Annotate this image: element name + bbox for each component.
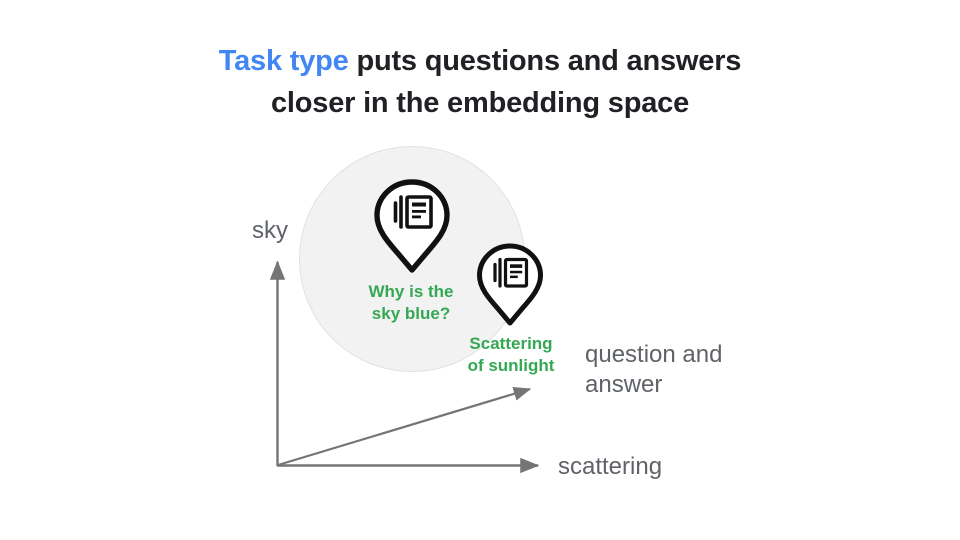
axis-label-scattering: scattering bbox=[558, 453, 663, 480]
axis-line-question-answer bbox=[277, 386, 532, 467]
page-title-line-1: Task type puts questions and answers bbox=[0, 40, 960, 82]
point-label-answer: Scattering of sunlight bbox=[467, 334, 555, 375]
page-title-rest: puts questions and answers bbox=[348, 45, 742, 77]
page-title-line-2: closer in the embedding space bbox=[270, 87, 690, 119]
axis-label-question-and-answer: question and answer bbox=[585, 341, 723, 398]
page-title: Task type puts questions and answers clo… bbox=[0, 40, 960, 124]
axis-label-sky: sky bbox=[252, 217, 288, 244]
article-pin-icon[interactable] bbox=[474, 242, 546, 327]
article-pin-icon[interactable] bbox=[371, 178, 453, 274]
point-label-question: Why is the sky blue? bbox=[368, 282, 454, 323]
page-title-accent: Task type bbox=[218, 45, 349, 77]
